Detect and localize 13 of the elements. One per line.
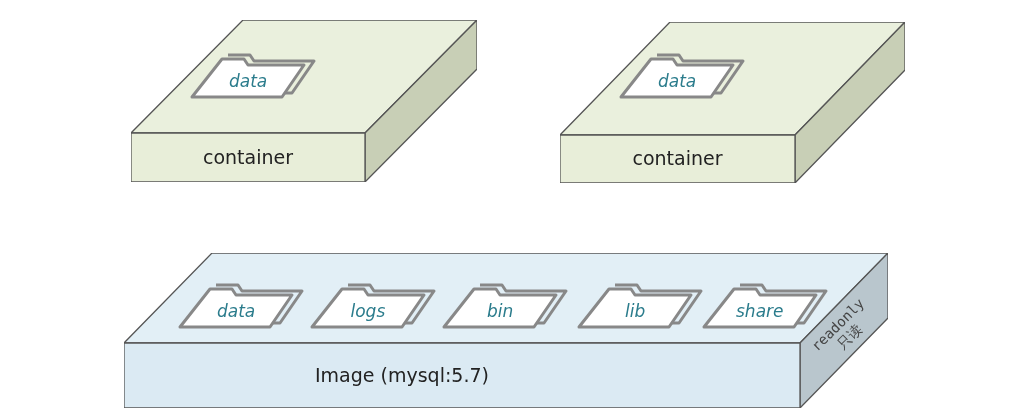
folder-label: data	[217, 301, 256, 321]
folder-label: share	[736, 301, 784, 321]
folder-label: lib	[625, 301, 646, 321]
block-label: Image (mysql:5.7)	[315, 363, 489, 386]
container-block	[131, 20, 477, 182]
folder-label: logs	[350, 301, 386, 321]
container-block	[560, 22, 905, 183]
block-label: container	[632, 147, 723, 169]
block-label: container	[203, 145, 294, 168]
folder-label: data	[229, 71, 268, 91]
image-block	[124, 253, 888, 408]
folder-label: bin	[487, 301, 514, 321]
folder-label: data	[658, 71, 697, 91]
